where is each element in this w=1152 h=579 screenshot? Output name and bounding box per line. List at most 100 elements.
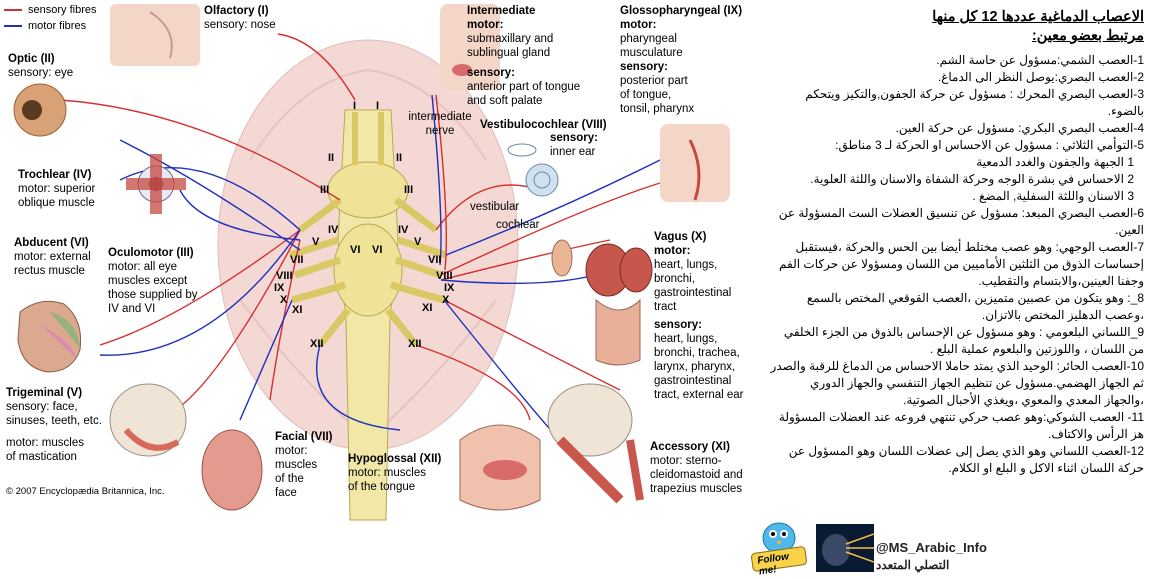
intermediate-desc-1: submaxillary and bbox=[467, 33, 554, 45]
arabic-item-10: 10-العصب الحائر: الوحيد الذي يمتد حاملا … bbox=[770, 359, 1144, 407]
hypoglossal-desc-2: of the tongue bbox=[348, 481, 416, 493]
roman-VIII-right: VIII bbox=[436, 270, 453, 282]
vagus-desc-4: tract bbox=[654, 301, 677, 313]
label-intermediate: Intermediate motor: submaxillary and sub… bbox=[467, 4, 580, 108]
copyright: © 2007 Encyclopædia Britannica, Inc. bbox=[6, 486, 165, 497]
label-trigeminal: Trigeminal (V) sensory: face, sinuses, t… bbox=[6, 386, 102, 464]
trigeminal-desc-4: of mastication bbox=[6, 451, 77, 463]
roman-VI-right: VI bbox=[372, 244, 383, 256]
label-hypoglossal: Hypoglossal (XII) motor: muscles of the … bbox=[348, 452, 441, 494]
neck-skull-illustration bbox=[547, 383, 644, 504]
roman-VII-right: VII bbox=[428, 254, 442, 266]
intermediate-sensory: sensory: bbox=[467, 67, 515, 79]
arabic-item-9: 9_اللساني البلعومي : وهو مسؤول عن الإحسا… bbox=[783, 325, 1144, 356]
throat-illustration bbox=[660, 124, 730, 202]
vagus-motor: motor: bbox=[654, 245, 691, 257]
roman-X-right: X bbox=[442, 294, 450, 306]
abducent-name: Abducent (VI) bbox=[14, 237, 89, 249]
accessory-desc-2: cleidomastoid and bbox=[650, 469, 743, 481]
roman-VII-left: VII bbox=[290, 254, 304, 266]
roman-IX-right: IX bbox=[444, 282, 455, 294]
arabic-item-11: 11- العصب الشوكي:وهو عصب حركي تنتهي فروع… bbox=[778, 410, 1144, 441]
trochlear-desc-2: oblique muscle bbox=[18, 197, 95, 209]
label-intermediate-nerve: intermediate nerve bbox=[408, 111, 472, 137]
eye-muscles-illustration bbox=[126, 154, 186, 214]
roman-X-left: X bbox=[280, 294, 288, 306]
inner-ear-illustration bbox=[507, 143, 559, 197]
oculomotor-name: Oculomotor (III) bbox=[108, 247, 194, 259]
label-vestibulocochlear-desc: sensory: inner ear bbox=[550, 131, 598, 159]
label-optic: Optic (II) sensory: eye bbox=[8, 52, 73, 80]
abducent-desc-2: rectus muscle bbox=[14, 265, 85, 277]
roman-I-left: I bbox=[353, 100, 357, 112]
glossopharyngeal-desc-2: musculature bbox=[620, 47, 683, 59]
roman-V-left: V bbox=[312, 236, 320, 248]
organs-illustration bbox=[585, 243, 653, 366]
label-vestibular: vestibular bbox=[470, 201, 520, 213]
vagus-desc-3: gastrointestinal bbox=[654, 287, 732, 299]
abducent-desc-1: motor: external bbox=[14, 251, 91, 263]
roman-IV-left: IV bbox=[328, 224, 339, 236]
face-profile-illustration bbox=[17, 300, 82, 373]
glossopharyngeal-motor: motor: bbox=[620, 19, 657, 31]
olfactory-desc: sensory: nose bbox=[204, 19, 276, 31]
intermediate-desc-3: anterior part of tongue bbox=[467, 81, 581, 93]
vagus-desc-5: heart, lungs, bbox=[654, 333, 718, 345]
arabic-item-5: 5-التوأمي الثلاثي : مسؤول عن الاحساس او … bbox=[835, 138, 1144, 152]
arabic-item-4: 4-العصب البصري البكري: مسؤول عن حركة الع… bbox=[895, 121, 1144, 135]
arabic-title-1: الاعصاب الدماغية عددها 12 كل منها bbox=[932, 9, 1144, 25]
eye-illustration bbox=[13, 83, 67, 137]
roman-IV-right: IV bbox=[398, 224, 409, 236]
roman-II-left: II bbox=[328, 152, 335, 164]
facial-desc-3: of the bbox=[275, 473, 304, 485]
vagus-desc-2: bronchi, bbox=[654, 273, 695, 285]
glossopharyngeal-name: Glossopharyngeal (IX) bbox=[620, 5, 743, 17]
roman-XI-left: XI bbox=[292, 304, 303, 316]
label-accessory: Accessory (XI) motor: sterno- cleidomast… bbox=[650, 440, 743, 496]
ear-illustration bbox=[551, 239, 573, 277]
roman-II-right: II bbox=[396, 152, 403, 164]
facial-name: Facial (VII) bbox=[275, 431, 333, 443]
label-glossopharyngeal: Glossopharyngeal (IX) motor: pharyngeal … bbox=[620, 4, 742, 116]
intermediate-desc-4: and soft palate bbox=[467, 95, 543, 107]
twitter-handle[interactable]: @MS_Arabic_Info bbox=[876, 540, 987, 555]
trigeminal-desc-1: sensory: face, bbox=[6, 401, 78, 413]
face-muscles-illustration bbox=[201, 429, 263, 511]
follow-me-badge[interactable]: Follow me! bbox=[748, 516, 810, 578]
vestibulocochlear-desc: inner ear bbox=[550, 146, 596, 158]
arabic-item-12: 12-العصب اللساني وهو الذي يصل إلى عضلات … bbox=[788, 444, 1144, 475]
tongue-illustration bbox=[459, 424, 541, 511]
arabic-title-2: مرتبط بعضو معين: bbox=[1031, 28, 1144, 44]
accessory-desc-3: trapezius muscles bbox=[650, 483, 743, 495]
roman-VI-left: VI bbox=[350, 244, 361, 256]
vagus-desc-9: tract, external ear bbox=[654, 389, 744, 401]
legend-swatch-sensory bbox=[4, 9, 22, 11]
oculomotor-desc-1: motor: all eye bbox=[108, 261, 178, 273]
label-vestibulocochlear: Vestibulocochlear (VIII) bbox=[480, 118, 607, 132]
label-abducent: Abducent (VI) motor: external rectus mus… bbox=[14, 236, 91, 278]
skull-jaw-illustration bbox=[109, 383, 187, 457]
vagus-desc-6: bronchi, trachea, bbox=[654, 347, 740, 359]
profile-photo bbox=[816, 524, 874, 572]
accessory-desc-1: motor: sterno- bbox=[650, 455, 722, 467]
arabic-item-5-2: 2 الاحساس في بشرة الوجه وحركة الشفاة وال… bbox=[810, 172, 1134, 186]
hypoglossal-name: Hypoglossal (XII) bbox=[348, 453, 442, 465]
roman-III-right: III bbox=[404, 184, 414, 196]
label-cochlear: cochlear bbox=[496, 219, 540, 231]
legend-item-sensory: sensory fibres bbox=[4, 2, 96, 18]
arabic-item-5-3: 3 الاسنان واللثة السفلية, المضغ . bbox=[972, 189, 1134, 203]
roman-XI-right: XI bbox=[422, 302, 433, 314]
arabic-item-1: 1-العصب الشمي:مسؤول عن حاسة الشم. bbox=[936, 53, 1144, 67]
legend-label-motor: motor fibres bbox=[28, 20, 87, 32]
roman-XII-left: XII bbox=[310, 338, 324, 350]
vestibulocochlear-sensory: sensory: bbox=[550, 132, 598, 144]
vagus-sensory: sensory: bbox=[654, 319, 702, 331]
glossopharyngeal-desc-1: pharyngeal bbox=[620, 33, 677, 45]
diagram-artwork bbox=[13, 4, 730, 521]
cranial-nerves-diagram: sensory fibres motor fibres Olfactory (I… bbox=[4, 2, 744, 521]
trochlear-desc-1: motor: superior bbox=[18, 183, 96, 195]
roman-XII-right: XII bbox=[408, 338, 422, 350]
glossopharyngeal-desc-4: of tongue, bbox=[620, 89, 672, 101]
accessory-name: Accessory (XI) bbox=[650, 441, 730, 453]
trigeminal-desc-2: sinuses, teeth, etc. bbox=[6, 415, 102, 427]
